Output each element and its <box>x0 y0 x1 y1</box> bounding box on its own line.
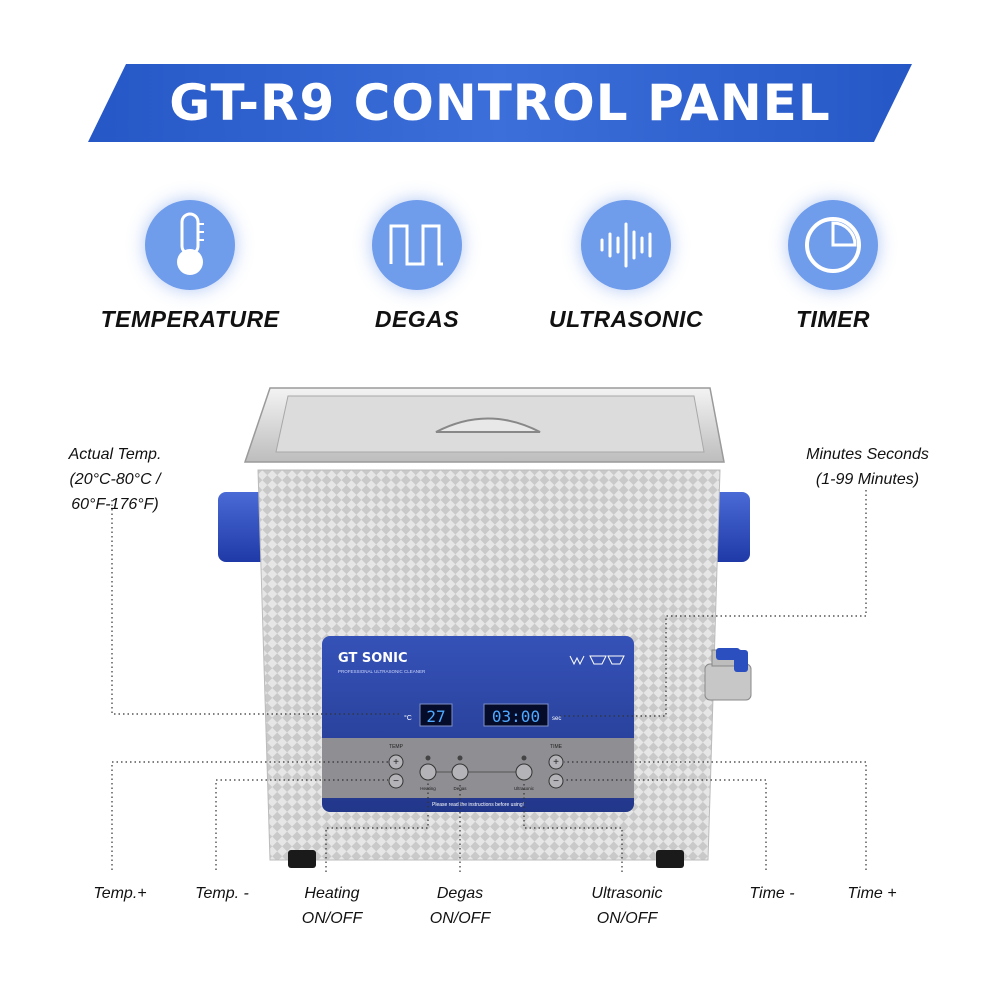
time-minus-button[interactable] <box>548 773 564 789</box>
feature-temperature: TEMPERATURE <box>90 200 290 333</box>
button-strip <box>322 738 634 798</box>
degas-button-label: Degas <box>453 786 467 791</box>
callout-line: Ultrasonic <box>591 885 663 902</box>
callout-actual-temp: Actual Temp. (20°C-80°C / 60°F-176°F) <box>40 442 190 517</box>
time-section-label: TIME <box>550 744 563 750</box>
time-plus-button[interactable] <box>548 754 564 770</box>
lid-handle <box>435 417 541 433</box>
ultrasonic-led <box>521 755 527 761</box>
heating-button[interactable] <box>419 763 437 781</box>
callout-temp-minus: Temp. - <box>195 885 249 902</box>
notice-text: Please read the instructions before usin… <box>432 802 524 808</box>
callout-temp-plus: Temp.+ <box>93 885 147 902</box>
temp-minus-button[interactable] <box>388 773 404 789</box>
callout-line: 60°F-176°F) <box>71 496 159 513</box>
wash-symbols-icon <box>569 655 625 666</box>
sec-unit-label: sec <box>552 716 561 722</box>
degas-led <box>457 755 463 761</box>
temp-plus-button[interactable] <box>388 754 404 770</box>
feature-label-degas: DEGAS <box>374 306 460 332</box>
feature-ultrasonic: ULTRASONIC <box>526 200 726 333</box>
callout-line: Degas <box>436 885 484 902</box>
callout-time-plus: Time + <box>847 885 897 902</box>
callout-line: Actual Temp. <box>68 446 162 463</box>
callout-degas: Degas ON/OFF <box>410 881 510 931</box>
callout-heating: Heating ON/OFF <box>282 881 382 931</box>
feature-label-temperature: TEMPERATURE <box>100 306 280 332</box>
temp-display <box>419 703 453 727</box>
time-display-value: 03:00 <box>492 707 540 726</box>
svg-text:−: − <box>393 776 399 787</box>
feature-degas: DEGAS <box>317 200 517 333</box>
heating-led <box>425 755 431 761</box>
temp-display-value: 27 <box>426 707 445 726</box>
svg-text:+: + <box>393 757 399 768</box>
sound-wave-icon <box>581 200 671 290</box>
callout-lines <box>111 490 867 872</box>
left-foot <box>288 850 316 868</box>
time-display <box>483 703 549 727</box>
feature-label-ultrasonic: ULTRASONIC <box>548 306 704 332</box>
feature-label-timer: TIMER <box>795 306 871 332</box>
callout-line: (1-99 Minutes) <box>815 471 920 488</box>
svg-text:−: − <box>553 776 559 787</box>
degas-button[interactable] <box>451 763 469 781</box>
callout-line: (20°C-80°C / <box>69 471 161 488</box>
callout-line: Heating <box>304 885 360 902</box>
callout-line: ON/OFF <box>301 910 363 927</box>
callout-ultrasonic: Ultrasonic ON/OFF <box>572 881 682 931</box>
brand-logo: GT SONIC <box>338 651 408 666</box>
clock-icon <box>788 200 878 290</box>
drain-valve <box>704 648 752 701</box>
title-banner <box>88 64 912 142</box>
callout-time-minus: Time - <box>749 885 795 902</box>
callout-line: Minutes Seconds <box>806 446 929 463</box>
callout-line: ON/OFF <box>596 910 658 927</box>
callout-minutes-seconds: Minutes Seconds (1-99 Minutes) <box>780 442 955 492</box>
brand-tagline: PROFESSIONAL ULTRASONIC CLEANER <box>338 669 426 674</box>
callout-line: ON/OFF <box>429 910 491 927</box>
svg-text:+: + <box>553 757 559 768</box>
right-foot <box>656 850 684 868</box>
feature-timer: TIMER <box>733 200 933 333</box>
thermometer-icon <box>145 200 235 290</box>
temp-section-label: TEMP <box>389 744 404 750</box>
ultrasonic-button[interactable] <box>515 763 533 781</box>
square-wave-icon <box>372 200 462 290</box>
page-title: GT-R9 CONTROL PANEL <box>169 74 831 132</box>
svg-text:°C: °C <box>404 714 412 722</box>
